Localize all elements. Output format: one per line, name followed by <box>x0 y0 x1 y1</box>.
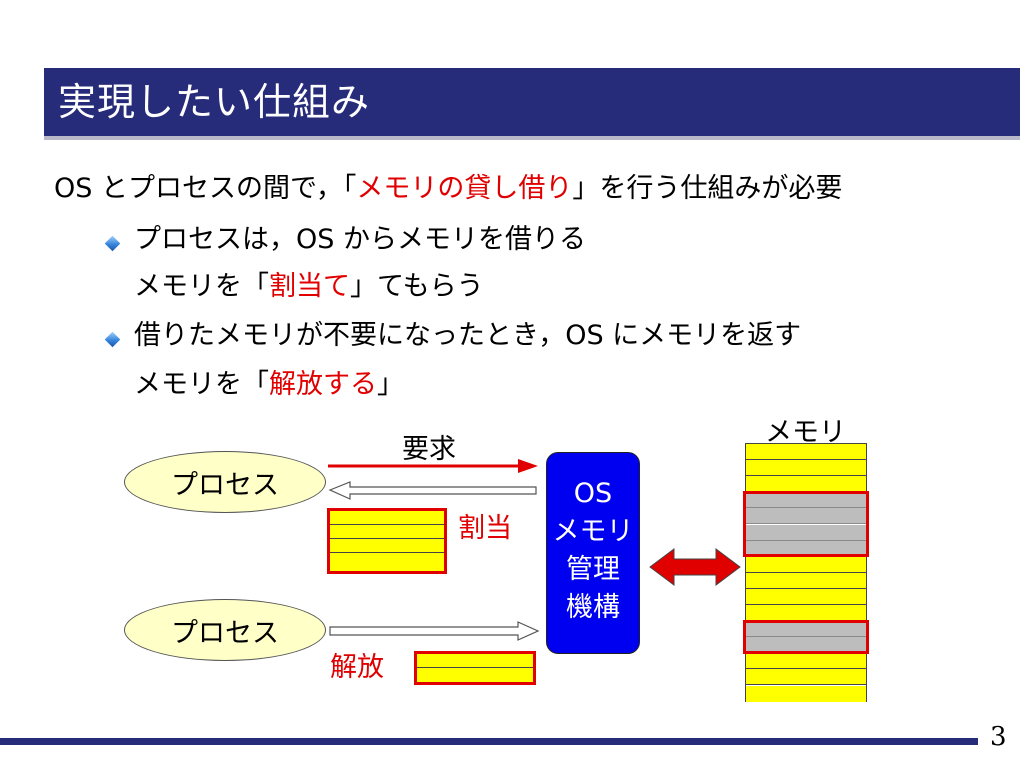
os-line-3: 管理 <box>566 554 620 585</box>
memory-row <box>746 444 866 461</box>
bullet2-line2: メモリを「解放する」 <box>134 368 404 402</box>
memory-row-used <box>746 524 866 541</box>
bullet2-line2-pre: メモリを「 <box>134 369 269 400</box>
release-arrow <box>329 621 540 641</box>
memory-row-used <box>746 621 866 638</box>
allocated-block <box>327 508 447 574</box>
memory-column <box>745 443 867 702</box>
bullet2-line2-post: 」 <box>377 369 404 400</box>
process-top: プロセス <box>124 451 326 513</box>
block-row <box>330 553 444 567</box>
bullet2-line2-highlight: 解放する <box>269 369 377 400</box>
memory-label: メモリ <box>765 417 846 448</box>
os-memory-manager: OS メモリ 管理 機構 <box>546 452 640 654</box>
memory-row-used <box>746 508 866 525</box>
bullet1-line2-pre: メモリを「 <box>134 271 269 302</box>
memory-row <box>746 653 866 670</box>
footer-bar <box>0 738 978 745</box>
memory-row <box>746 476 866 493</box>
os-line-4: 機構 <box>566 592 620 623</box>
intro-pre: OS とプロセスの間で，「 <box>54 173 357 204</box>
bullet2-line1: 借りたメモリが不要になったとき，OS にメモリを返す <box>134 320 802 351</box>
request-label: 要求 <box>402 434 456 465</box>
memory-highlight-frame <box>743 491 869 557</box>
bullet1-line2-post: 」てもらう <box>350 271 484 302</box>
page-number: 3 <box>990 722 1007 752</box>
intro-highlight: メモリの貸し借り <box>356 173 573 204</box>
memory-row <box>746 572 866 589</box>
memory-highlight-frame <box>743 620 869 654</box>
block-row <box>330 525 444 539</box>
os-line-1: OS <box>573 478 613 509</box>
memory-row-used <box>746 492 866 509</box>
memory-row <box>746 685 866 702</box>
released-block <box>414 651 536 685</box>
slide-title: 実現したい仕組み <box>58 80 371 124</box>
request-arrow <box>328 459 538 473</box>
release-label: 解放 <box>330 652 384 683</box>
bullet1-line1: プロセスは，OS からメモリを借りる <box>134 224 586 255</box>
memory-row <box>746 460 866 477</box>
intro-line: OS とプロセスの間で，「メモリの貸し借り」を行う仕組みが必要 <box>54 172 842 206</box>
block-row <box>417 654 533 668</box>
block-row <box>417 668 533 682</box>
allocate-label: 割当 <box>458 513 512 544</box>
process-bottom-label: プロセス <box>171 617 279 649</box>
allocate-arrow <box>328 481 537 500</box>
process-top-label: プロセス <box>171 469 279 501</box>
memory-row <box>746 556 866 573</box>
memory-row <box>746 669 866 686</box>
intro-post: 」を行う仕組みが必要 <box>572 173 843 204</box>
block-row <box>330 539 444 553</box>
os-line-2: メモリ <box>552 516 634 547</box>
bullet1-line2-highlight: 割当て <box>269 271 350 302</box>
double-arrow <box>649 548 741 586</box>
bullet1-line2: メモリを「割当て」てもらう <box>134 270 484 304</box>
memory-row <box>746 588 866 605</box>
title-bar: 実現したい仕組み <box>44 68 1020 136</box>
memory-row <box>746 605 866 622</box>
process-bottom: プロセス <box>124 599 326 661</box>
block-row <box>330 511 444 525</box>
